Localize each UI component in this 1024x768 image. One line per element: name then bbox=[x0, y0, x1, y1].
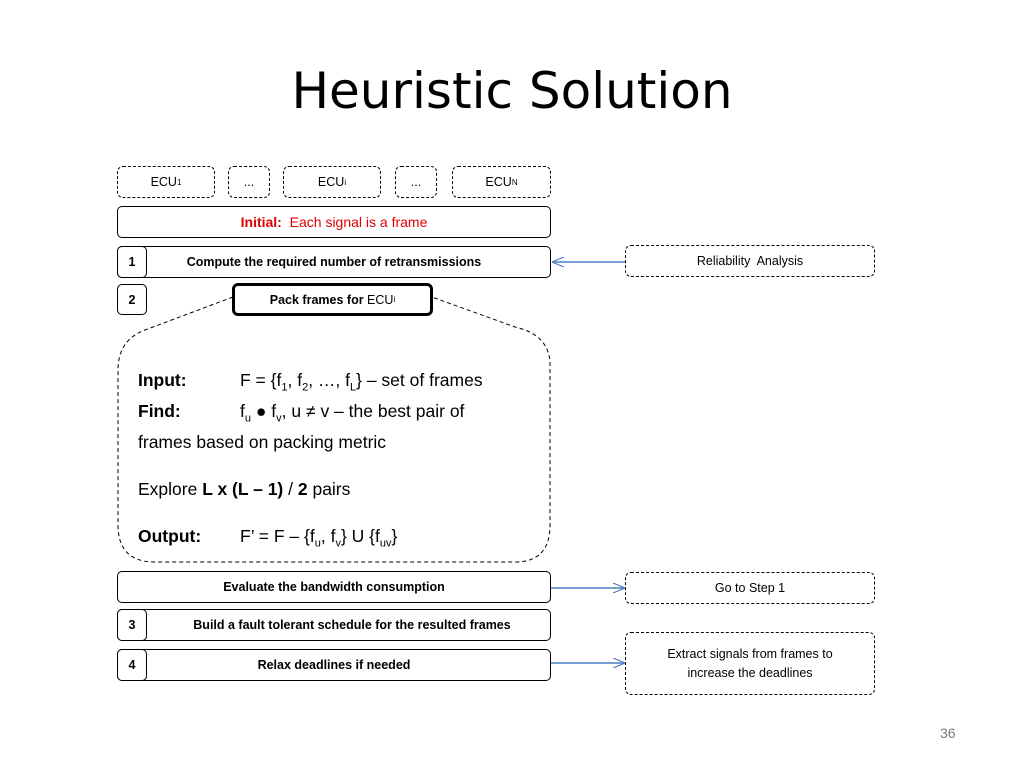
evaluate-box: Evaluate the bandwidth consumption bbox=[117, 571, 551, 603]
initial-text: Each signal is a frame bbox=[289, 214, 428, 230]
detail-content: Input: F = {f1, f2, …, fL} – set of frame… bbox=[138, 369, 538, 556]
pack-frames-text: Pack frames for bbox=[269, 292, 368, 307]
step3-box: Build a fault tolerant schedule for the … bbox=[117, 609, 551, 641]
extract-signals-line1: Extract signals from frames to bbox=[667, 646, 833, 661]
page-number: 36 bbox=[940, 725, 956, 741]
reliability-analysis-text: Reliability Analysis bbox=[696, 254, 804, 268]
step2-number: 2 bbox=[117, 284, 147, 315]
ecu-ellipsis-2-label: ... bbox=[410, 175, 422, 189]
explore-expr2: 2 bbox=[297, 479, 308, 499]
pack-frames-ecu: ECU bbox=[367, 292, 394, 307]
ecu-1-label: ECU bbox=[150, 175, 177, 189]
extract-signals-line2: increase the deadlines bbox=[687, 665, 813, 680]
evaluate-text: Evaluate the bandwidth consumption bbox=[223, 580, 445, 594]
ecu-i-sub: i bbox=[344, 177, 347, 187]
initial-label: Initial: bbox=[240, 214, 282, 230]
ecu-1-sub: 1 bbox=[176, 177, 182, 187]
ecu-ellipsis-2-box: ... bbox=[395, 166, 437, 198]
detail-bubble bbox=[117, 296, 551, 563]
step3-number: 3 bbox=[117, 609, 147, 641]
step1-box: Compute the required number of retransmi… bbox=[117, 246, 551, 278]
input-row: Input: F = {f1, f2, …, fL} – set of frame… bbox=[138, 369, 538, 400]
find-formula: fu ● fv, u ≠ v – the best pair of bbox=[240, 401, 465, 425]
find-continuation: frames based on packing metric bbox=[138, 432, 387, 452]
extract-signals-box: Extract signals from frames to increase … bbox=[625, 632, 875, 695]
pack-frames-ecu-sub: i bbox=[393, 295, 396, 304]
ecu-n-label: ECU bbox=[485, 175, 512, 189]
ecu-i-label: ECU bbox=[317, 175, 345, 189]
output-label: Output: bbox=[138, 526, 202, 546]
goto-step1-text: Go to Step 1 bbox=[714, 581, 786, 595]
input-label: Input: bbox=[138, 370, 187, 390]
step1-text: Compute the required number of retransmi… bbox=[186, 255, 482, 269]
step4-box: Relax deadlines if needed bbox=[117, 649, 551, 681]
find-label: Find: bbox=[138, 401, 181, 421]
explore-mid: / bbox=[283, 479, 298, 499]
step4-text: Relax deadlines if needed bbox=[257, 658, 411, 672]
explore-row: Explore L x (L – 1) / 2 pairs bbox=[138, 478, 538, 502]
output-row: Output: F’ = F – {fu, fv} U {fuv} bbox=[138, 525, 538, 556]
goto-step1-box: Go to Step 1 bbox=[625, 572, 875, 604]
step1-number: 1 bbox=[117, 246, 147, 278]
explore-prefix: Explore bbox=[138, 479, 203, 499]
find-row: Find: fu ● fv, u ≠ v – the best pair of bbox=[138, 400, 538, 431]
slide-title: Heuristic Solution bbox=[291, 62, 733, 120]
output-formula: F’ = F – {fu, fv} U {fuv} bbox=[240, 526, 398, 550]
step3-text: Build a fault tolerant schedule for the … bbox=[193, 618, 511, 632]
explore-expr: L x (L – 1) bbox=[202, 479, 284, 499]
initial-box: Initial: Each signal is a frame bbox=[117, 206, 551, 238]
input-formula: F = {f1, f2, …, fL} – set of frames bbox=[240, 370, 483, 394]
reliability-analysis-box: Reliability Analysis bbox=[625, 245, 875, 277]
explore-suffix: pairs bbox=[307, 479, 351, 499]
ecu-ellipsis-1-box: ... bbox=[228, 166, 270, 198]
ecu-ellipsis-1-label: ... bbox=[243, 175, 255, 189]
ecu-n-sub: N bbox=[511, 177, 518, 187]
step4-number: 4 bbox=[117, 649, 147, 681]
